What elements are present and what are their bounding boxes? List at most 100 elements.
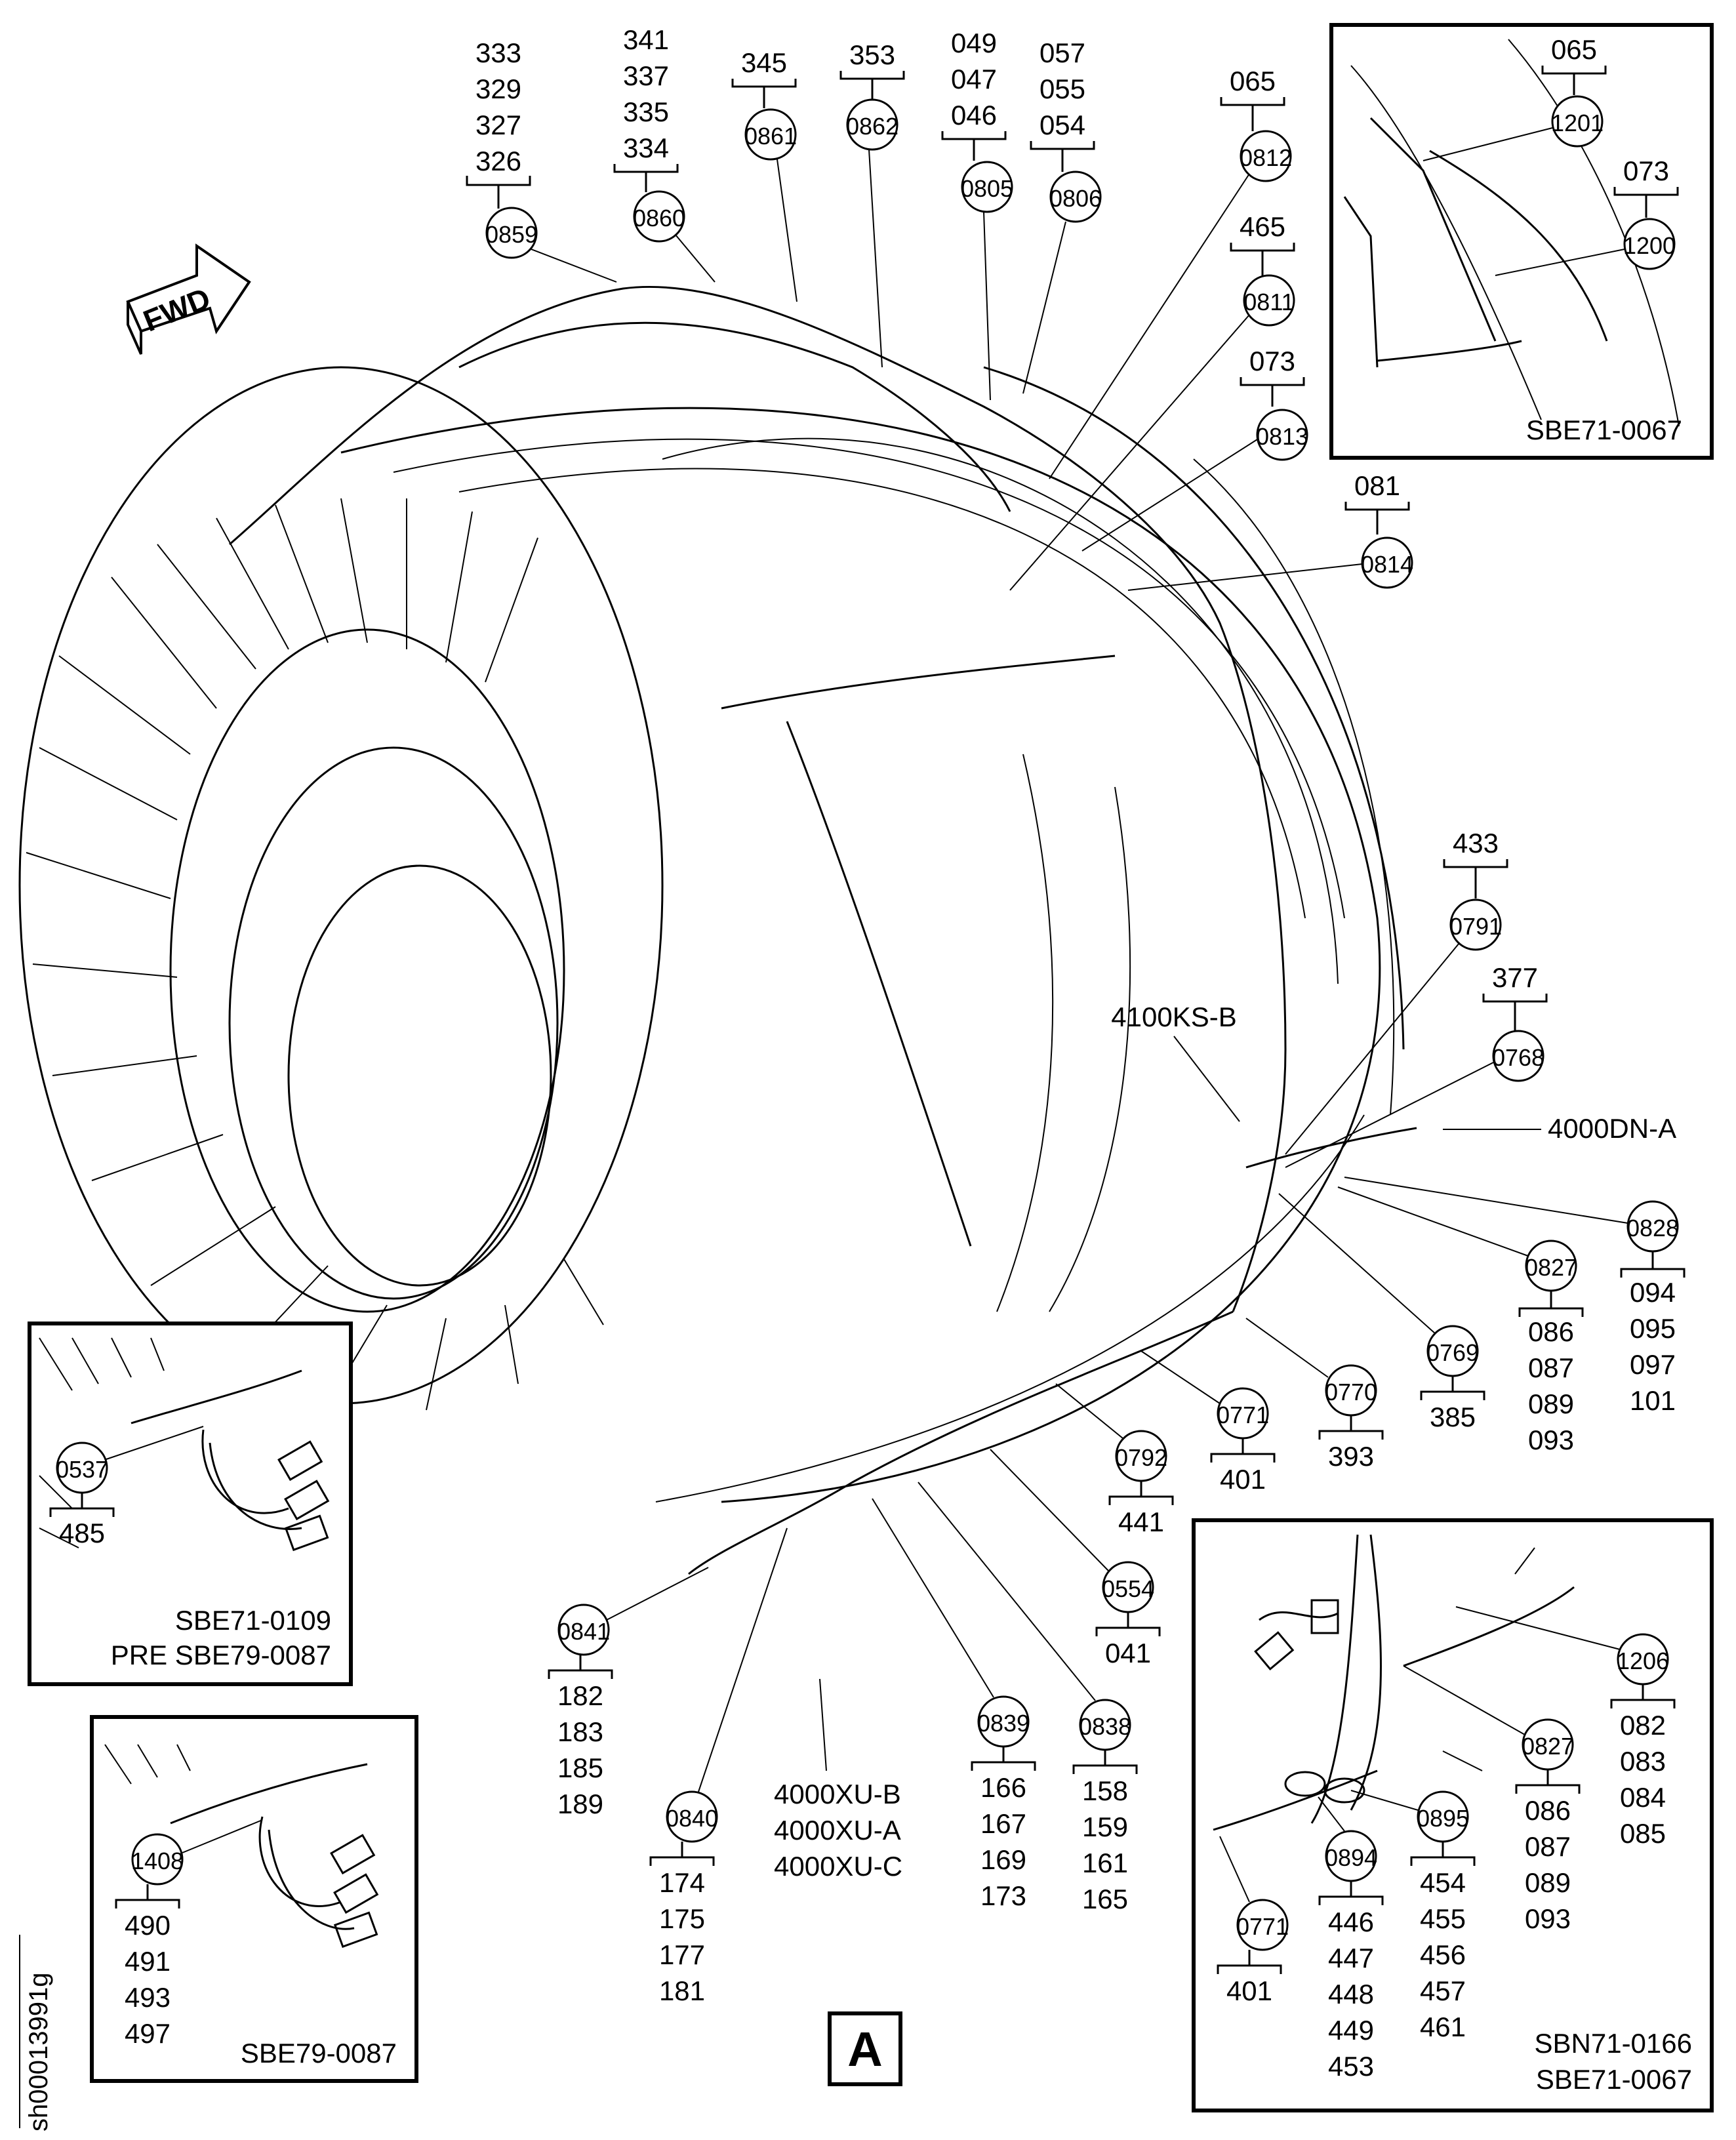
svg-text:082: 082 [1620,1710,1666,1741]
svg-text:0768: 0768 [1492,1044,1544,1071]
svg-text:341: 341 [623,24,669,55]
callout-0839: 0839 166 167 169 173 [872,1498,1036,1911]
svg-text:085: 085 [1620,1818,1666,1849]
svg-text:177: 177 [659,1939,705,1970]
svg-text:393: 393 [1328,1441,1374,1472]
callout-0768: 377 0768 [1285,962,1548,1168]
svg-text:4000DN-A: 4000DN-A [1548,1113,1676,1144]
svg-text:455: 455 [1420,1903,1466,1934]
callout-0862: 353 0862 [839,39,905,368]
svg-text:0814: 0814 [1361,551,1413,578]
svg-text:1408: 1408 [131,1847,184,1874]
svg-text:0894: 0894 [1325,1844,1377,1871]
svg-text:0828: 0828 [1626,1215,1679,1242]
callout-0828: 0828 094 095 097 101 [1344,1177,1686,1416]
svg-text:081: 081 [1354,470,1400,501]
svg-text:4000XU-B: 4000XU-B [774,1779,901,1809]
svg-text:SBN71-0166: SBN71-0166 [1535,2028,1693,2059]
svg-text:095: 095 [1630,1313,1676,1344]
svg-text:447: 447 [1328,1943,1374,1973]
svg-text:0769: 0769 [1426,1339,1479,1366]
svg-text:0812: 0812 [1240,144,1292,171]
svg-text:055: 055 [1040,73,1085,104]
svg-text:SBE71-0067: SBE71-0067 [1536,2064,1692,2095]
connector-4000DN-A: 4000DN-A [1443,1113,1676,1144]
svg-text:4000XU-C: 4000XU-C [774,1851,902,1882]
svg-text:335: 335 [623,96,669,127]
svg-text:173: 173 [980,1880,1026,1911]
svg-text:0862: 0862 [846,113,898,140]
svg-text:049: 049 [951,28,997,58]
svg-text:337: 337 [623,60,669,91]
svg-text:097: 097 [1630,1349,1676,1380]
svg-text:A: A [847,2022,882,2076]
svg-text:189: 189 [557,1788,603,1819]
svg-text:0554: 0554 [1102,1575,1154,1602]
svg-text:159: 159 [1082,1811,1128,1842]
callout-0805: 049 047 046 0805 [941,28,1013,401]
svg-text:094: 094 [1630,1277,1676,1308]
svg-text:353: 353 [849,39,895,70]
svg-text:441: 441 [1118,1506,1164,1537]
svg-text:0811: 0811 [1243,289,1294,315]
svg-text:161: 161 [1082,1847,1128,1878]
svg-text:0770: 0770 [1325,1379,1377,1405]
svg-text:4000XU-A: 4000XU-A [774,1815,901,1846]
svg-text:0895: 0895 [1417,1805,1469,1832]
svg-text:065: 065 [1230,66,1276,96]
svg-text:0838: 0838 [1079,1713,1131,1740]
callout-0770: 0770 393 [1245,1318,1384,1472]
svg-text:4100KS-B: 4100KS-B [1111,1001,1236,1032]
svg-text:0791: 0791 [1449,913,1502,940]
svg-text:054: 054 [1040,110,1085,140]
svg-text:327: 327 [475,110,521,140]
svg-text:326: 326 [475,146,521,176]
svg-text:057: 057 [1040,37,1085,68]
svg-text:093: 093 [1525,1903,1571,1934]
callout-0771: 0771 401 [1141,1350,1276,1495]
svg-text:169: 169 [980,1844,1026,1875]
svg-text:041: 041 [1105,1638,1151,1668]
svg-text:166: 166 [980,1772,1026,1803]
svg-text:334: 334 [623,132,669,163]
svg-text:0813: 0813 [1256,423,1308,450]
callout-0769: 0769 385 [1278,1193,1485,1432]
svg-text:175: 175 [659,1903,705,1934]
svg-text:1206: 1206 [1617,1647,1669,1674]
svg-text:165: 165 [1082,1884,1128,1914]
svg-text:401: 401 [1226,1975,1272,2006]
svg-text:sh00013991g: sh00013991g [24,1973,53,2131]
inset-top-right: 065 1201 073 1200 SBE71-0067 [1329,23,1714,460]
callout-0827: 0827 086 087 089 093 [1337,1186,1584,1455]
svg-text:PRE SBE79-0087: PRE SBE79-0087 [111,1640,331,1670]
fwd-arrow-icon: FWD [126,243,251,355]
svg-text:0792: 0792 [1115,1444,1167,1471]
svg-text:0805: 0805 [961,175,1013,202]
svg-text:101: 101 [1630,1385,1676,1416]
svg-text:485: 485 [59,1518,105,1548]
svg-text:SBE71-0067: SBE71-0067 [1526,414,1682,445]
svg-text:158: 158 [1082,1775,1128,1806]
connector-4100KS-B: 4100KS-B [1111,1001,1240,1122]
svg-text:086: 086 [1525,1795,1571,1826]
svg-text:087: 087 [1528,1352,1574,1383]
svg-text:490: 490 [125,1910,171,1941]
svg-text:0859: 0859 [485,221,538,248]
svg-text:089: 089 [1525,1867,1571,1898]
svg-text:089: 089 [1528,1388,1574,1419]
svg-text:0537: 0537 [56,1456,108,1483]
svg-text:329: 329 [475,73,521,104]
svg-text:047: 047 [951,64,997,94]
svg-text:0771: 0771 [1217,1402,1269,1428]
inset-left-mid: 0537 485 SBE71-0109 PRE SBE79-0087 [28,1322,353,1686]
svg-text:0806: 0806 [1049,185,1102,212]
wire-harness [229,285,1417,1575]
svg-text:333: 333 [475,37,521,68]
svg-text:493: 493 [125,1982,171,2013]
svg-text:0861: 0861 [744,123,797,150]
svg-text:0840: 0840 [666,1805,718,1832]
engine-illustration [18,366,1405,1503]
callout-0840: 0840 174 175 177 181 [649,1527,788,2006]
svg-text:457: 457 [1420,1975,1466,2006]
callout-0859: 333 329 327 326 0859 [466,37,617,283]
